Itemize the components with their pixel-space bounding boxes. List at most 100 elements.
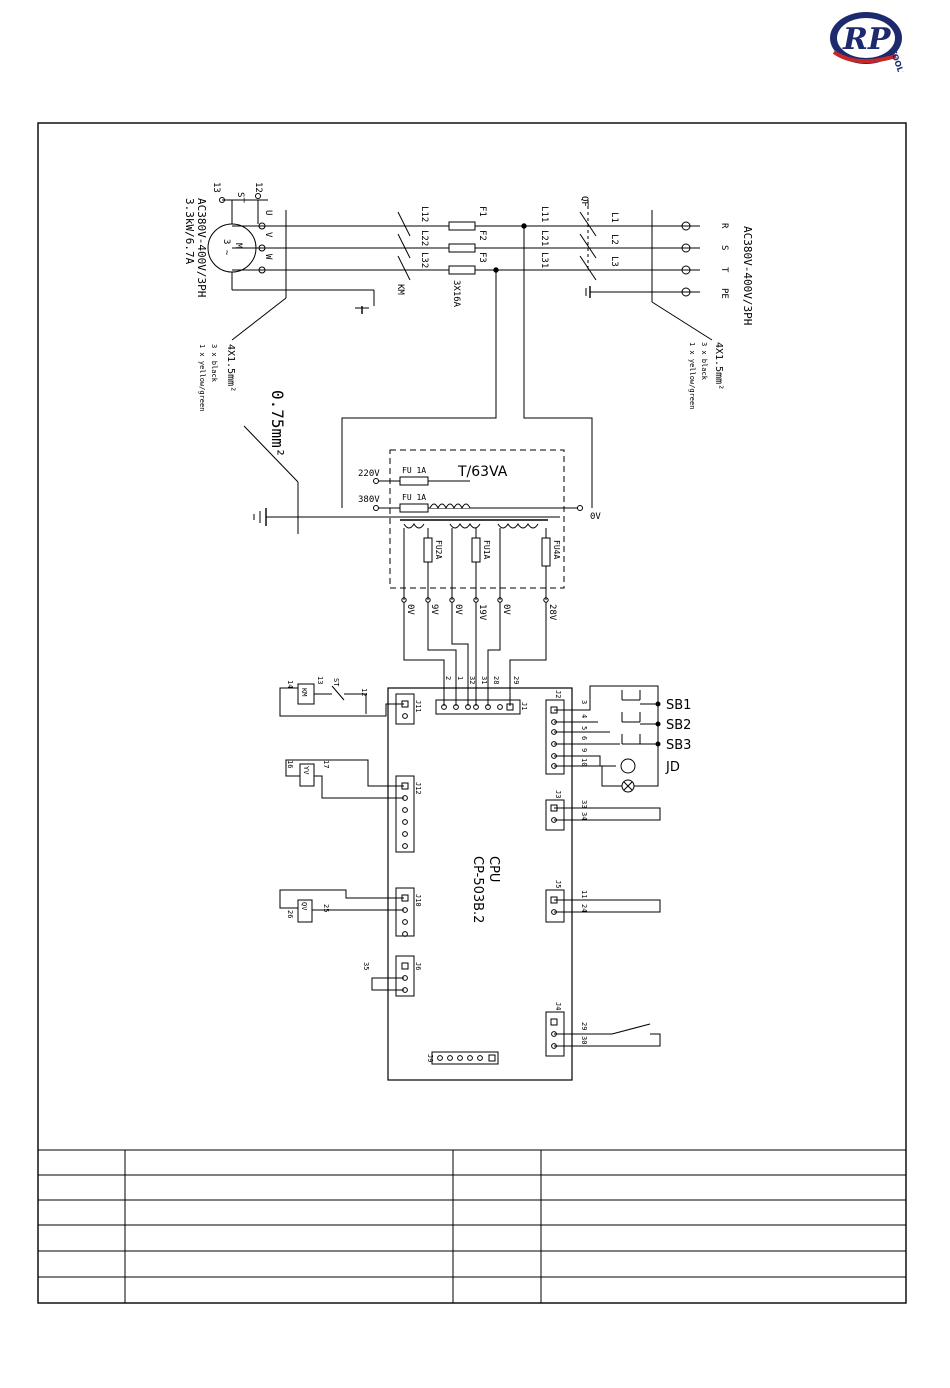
j2-pin-4: 4	[580, 714, 588, 718]
j9-pin-5	[477, 1055, 483, 1061]
tr-sec-coil-19v	[449, 523, 481, 529]
j4-label: J4	[554, 1002, 562, 1010]
label-t: T	[719, 267, 729, 273]
yv-coil	[299, 763, 315, 787]
j4-pin-30: 30	[580, 1036, 588, 1044]
j4-switch	[611, 1023, 651, 1035]
rp-tools-logo: RP TOOLS	[830, 12, 907, 72]
j5-label: J5	[554, 880, 562, 888]
sec-fuse-4a-label: FU4A	[552, 540, 561, 559]
fuse-f2	[448, 243, 476, 253]
earth-wire-leader	[243, 425, 299, 483]
j1-pin-29: 29	[512, 676, 520, 684]
connector-j2	[545, 699, 565, 775]
j10-label: J10	[414, 894, 422, 907]
j6-pin-1	[401, 962, 409, 970]
km-st-13: 13	[316, 676, 324, 684]
j1-wire-1	[403, 602, 445, 706]
j1-pin-4	[473, 704, 479, 710]
sb2-label: SB2	[666, 718, 691, 733]
sb3-symbol	[621, 734, 641, 745]
sec-fuse-1a-label: FU1A	[482, 540, 491, 559]
j3-loop	[554, 807, 661, 821]
tr-term-220	[373, 478, 379, 484]
j12-label: J12	[414, 782, 422, 795]
sec-fuse-2a-label: FU2A	[434, 540, 443, 559]
connector-j1	[435, 699, 521, 715]
terminal-r	[681, 221, 691, 231]
motor-spec-voltage: AC380V-400V/3PH	[195, 198, 208, 297]
l2-label: L2	[609, 234, 619, 245]
tr-0v-label: 0V	[590, 512, 601, 522]
j1-wire-2	[427, 602, 457, 706]
j3-pin-33: 33	[580, 800, 588, 808]
j3-label: J3	[554, 790, 562, 798]
km-coil-wire	[279, 687, 404, 717]
sec-fuse-2a	[423, 537, 433, 563]
sec-out-0: 0V	[405, 604, 415, 615]
j11-label: J11	[414, 700, 422, 713]
j12-pin-5	[402, 831, 408, 837]
tr-fuse-380	[399, 503, 429, 513]
j2-pin-6: 6	[580, 736, 588, 740]
j6-wire-label: 35	[362, 962, 370, 970]
lamp-x-2	[623, 781, 633, 791]
qv-coil	[297, 899, 313, 923]
tr-sec-coil-28v	[497, 523, 539, 529]
earth-wire-size: 0.75mm²	[268, 390, 287, 457]
j10-pin-4	[402, 931, 408, 937]
sec-fuse-4a	[541, 537, 551, 567]
motor-phase: 3 ~	[221, 239, 231, 256]
supply-cable-leader	[651, 301, 713, 341]
sb-common	[554, 685, 659, 766]
tr-term-380	[373, 505, 379, 511]
f1-label: F1	[477, 206, 487, 217]
j12-pin-4	[402, 819, 408, 825]
lamp-jd	[620, 758, 636, 774]
j1-pin-1: 1	[456, 676, 464, 680]
l32-label: L32	[419, 252, 429, 268]
km-contact-1	[397, 211, 411, 237]
tr-fuse-220	[399, 476, 429, 486]
cpu-board	[387, 687, 573, 1081]
sec-out-1: 9V	[429, 604, 439, 615]
j1-pin-28: 28	[492, 676, 500, 684]
tr-term-0v	[577, 505, 583, 511]
motor-w: W	[263, 254, 273, 260]
km-coil-14: 14	[286, 680, 294, 688]
l3-label: L3	[609, 256, 619, 267]
j3-pin-34: 34	[580, 812, 588, 820]
fuse-f1	[448, 221, 476, 231]
tr-fuse-220-label: FU 1A	[402, 466, 426, 475]
supply-cable-earth: 1 x yellow/green	[688, 342, 696, 409]
terminal-s	[681, 243, 691, 253]
label-r: R	[719, 223, 729, 229]
connector-j9	[431, 1051, 499, 1065]
label-s: S	[719, 245, 729, 250]
tr-fuse-380-label: FU 1A	[402, 493, 426, 502]
transformer-enclosure	[389, 449, 565, 589]
j2-pin-9: 9	[580, 748, 588, 752]
sb3-label: SB3	[666, 738, 691, 753]
supply-spec: AC380V-400V/3PH	[741, 226, 754, 325]
connector-j5	[545, 889, 565, 923]
sb1-label: SB1	[666, 698, 691, 713]
j1-wire-3	[451, 602, 469, 706]
connector-j11	[395, 693, 415, 725]
qv-wire-a	[279, 889, 404, 909]
parts-table	[38, 1149, 906, 1303]
yv-label: YV	[302, 766, 310, 775]
j1-pin-7	[506, 703, 514, 711]
tr-primary-coil	[429, 503, 471, 510]
l31-label: L31	[539, 252, 549, 268]
f3-label: F3	[477, 252, 487, 263]
j4-pin-1	[550, 1018, 558, 1026]
j1-wire-6	[509, 602, 547, 706]
l22-label: L22	[419, 230, 429, 246]
qv-25: 25	[322, 904, 330, 912]
j2-label: J2	[554, 690, 562, 698]
motor-terminal-u	[258, 222, 266, 230]
sb2-node	[655, 721, 661, 727]
km-contact-2	[397, 233, 411, 259]
